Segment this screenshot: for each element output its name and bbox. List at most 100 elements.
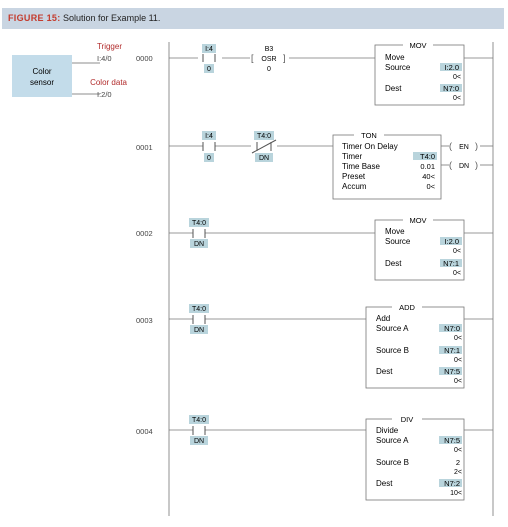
row-label: Dest bbox=[376, 479, 393, 488]
row-value: I:2.0 bbox=[444, 63, 459, 72]
osr-label: OSR bbox=[261, 56, 276, 63]
row-label: Source B bbox=[376, 346, 409, 355]
row-sub: 0< bbox=[453, 74, 461, 81]
contact-xic[interactable]: I:4 0 bbox=[202, 44, 216, 73]
color-data-address: I:2/0 bbox=[97, 90, 112, 99]
block-title: MOV bbox=[409, 216, 426, 225]
block-title: DIV bbox=[401, 415, 414, 424]
row-sub: 0< bbox=[453, 270, 461, 277]
contact-tag: B3 bbox=[265, 46, 274, 53]
row-label: Source bbox=[385, 237, 411, 246]
mov-block[interactable]: MOV Move Source I:2.0 0< Dest N7:1 0< bbox=[374, 216, 465, 281]
contact-tag: T4:0 bbox=[192, 417, 206, 424]
row-sub: 0< bbox=[454, 335, 462, 342]
contact-xio[interactable]: T4:0 DN bbox=[251, 131, 277, 162]
ton-block[interactable]: TON Timer On Delay Timer T4:0 Time Base … bbox=[332, 131, 442, 200]
svg-text:(: ( bbox=[449, 141, 452, 151]
figure-caption: FIGURE 15: Solution for Example 11. bbox=[8, 13, 160, 23]
contact-tag: T4:0 bbox=[192, 220, 206, 227]
rung-0003: 0003 T4:0 DN ADD Add Source A N7:0 0< So… bbox=[136, 303, 493, 389]
block-name: Divide bbox=[376, 426, 399, 435]
sensor-label-line1: Color bbox=[32, 67, 51, 76]
block-title: TON bbox=[361, 131, 377, 140]
row-value: N7:1 bbox=[443, 259, 459, 268]
color-data-label: Color data bbox=[90, 78, 127, 87]
output-dn[interactable]: ( DN ) bbox=[449, 160, 478, 170]
rung-number: 0001 bbox=[136, 143, 153, 152]
contact-bit: 0 bbox=[207, 66, 211, 73]
sensor-label-line2: sensor bbox=[30, 78, 54, 87]
rung-0002: 0002 T4:0 DN MOV Move Source I:2.0 0< De… bbox=[136, 216, 493, 281]
timer-value: T4:0 bbox=[420, 152, 435, 161]
rung-number: 0002 bbox=[136, 229, 153, 238]
row-label: Source B bbox=[376, 458, 409, 467]
svg-text:[: [ bbox=[251, 53, 254, 63]
trigger-label: Trigger bbox=[97, 42, 122, 51]
contact-xic[interactable]: T4:0 DN bbox=[189, 415, 209, 445]
contact-tag: I:4 bbox=[205, 133, 213, 140]
output-label: DN bbox=[459, 163, 469, 170]
output-en[interactable]: ( EN ) bbox=[449, 141, 478, 151]
rung-0001: 0001 I:4 0 T4:0 DN TON Timer On Delay bbox=[136, 131, 493, 200]
mov-block[interactable]: MOV Move Source I:2.0 0< Dest N7:0 0< bbox=[374, 41, 465, 106]
contact-xic[interactable]: I:4 0 bbox=[202, 131, 216, 162]
div-block[interactable]: DIV Divide Source A N7:5 0< Source B 2 2… bbox=[365, 415, 465, 501]
figure-label: FIGURE 15: bbox=[8, 13, 61, 23]
accum-label: Accum bbox=[342, 182, 367, 191]
contact-bit: 0 bbox=[267, 66, 271, 73]
contact-tag: I:4 bbox=[205, 46, 213, 53]
contact-bit: DN bbox=[194, 438, 204, 445]
color-sensor-box bbox=[12, 55, 72, 97]
row-value: N7:5 bbox=[444, 367, 460, 376]
block-title: MOV bbox=[409, 41, 426, 50]
row-label: Dest bbox=[376, 367, 393, 376]
svg-text:(: ( bbox=[449, 160, 452, 170]
row-sub: 0< bbox=[453, 248, 461, 255]
row-value: N7:5 bbox=[444, 436, 460, 445]
row-sub: 0< bbox=[454, 378, 462, 385]
row-label: Source A bbox=[376, 436, 409, 445]
rung-number: 0000 bbox=[136, 54, 153, 63]
block-title: ADD bbox=[399, 303, 415, 312]
row-sub: 2< bbox=[454, 469, 462, 476]
time-base-label: Time Base bbox=[342, 162, 380, 171]
figure-header-bar bbox=[2, 8, 504, 29]
preset-value: 40< bbox=[422, 172, 435, 181]
svg-text:]: ] bbox=[283, 53, 286, 63]
accum-value: 0< bbox=[426, 182, 435, 191]
row-value: N7:0 bbox=[443, 84, 459, 93]
contact-osr[interactable]: B3 [ OSR ] 0 bbox=[251, 46, 286, 73]
row-sub: 0< bbox=[454, 447, 462, 454]
time-base-value: 0.01 bbox=[420, 162, 435, 171]
block-name: Move bbox=[385, 227, 405, 236]
block-name: Add bbox=[376, 314, 390, 323]
rung-number: 0003 bbox=[136, 316, 153, 325]
output-label: EN bbox=[459, 144, 469, 151]
contact-tag: T4:0 bbox=[192, 306, 206, 313]
contact-bit: DN bbox=[194, 241, 204, 248]
row-value: N7:1 bbox=[444, 346, 460, 355]
trigger-address: I:4/0 bbox=[97, 54, 112, 63]
row-value: 2 bbox=[456, 458, 460, 467]
svg-text:): ) bbox=[475, 160, 478, 170]
block-name: Move bbox=[385, 53, 405, 62]
row-label: Source A bbox=[376, 324, 409, 333]
row-sub: 0< bbox=[454, 357, 462, 364]
contact-bit: 0 bbox=[207, 155, 211, 162]
contact-bit: DN bbox=[259, 155, 269, 162]
contact-xic[interactable]: T4:0 DN bbox=[189, 304, 209, 334]
contact-xic[interactable]: T4:0 DN bbox=[189, 218, 209, 248]
row-sub: 0< bbox=[453, 95, 461, 102]
figure-title: Solution for Example 11. bbox=[63, 13, 161, 23]
add-block[interactable]: ADD Add Source A N7:0 0< Source B N7:1 0… bbox=[365, 303, 465, 389]
row-label: Dest bbox=[385, 259, 402, 268]
contact-tag: T4:0 bbox=[257, 133, 271, 140]
svg-text:): ) bbox=[475, 141, 478, 151]
rung-0004: 0004 T4:0 DN DIV Divide Source A N7:5 0<… bbox=[136, 415, 493, 501]
contact-bit: DN bbox=[194, 327, 204, 334]
row-value: N7:0 bbox=[444, 324, 460, 333]
row-value: N7:2 bbox=[444, 479, 460, 488]
timer-label: Timer bbox=[342, 152, 362, 161]
